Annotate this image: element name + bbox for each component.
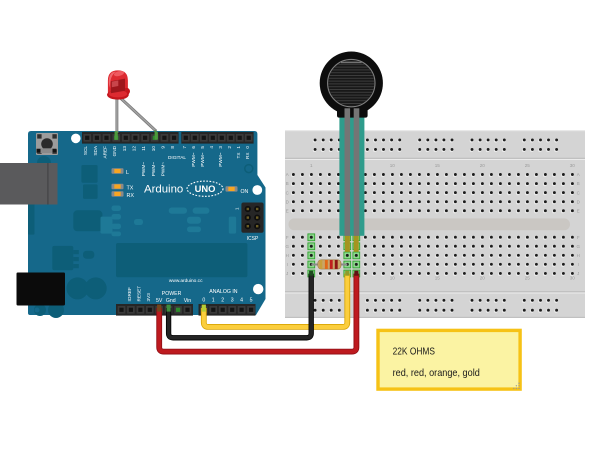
svg-text:13: 13 <box>122 146 127 152</box>
svg-text:4: 4 <box>240 298 243 304</box>
svg-text:RESET: RESET <box>136 286 141 302</box>
svg-text:B: B <box>286 181 289 186</box>
svg-text:15: 15 <box>435 276 441 281</box>
svg-text:20: 20 <box>480 163 486 168</box>
svg-text:Vin: Vin <box>184 298 192 304</box>
svg-text:22K OHMS: 22K OHMS <box>393 347 436 358</box>
svg-text:I: I <box>578 262 579 267</box>
svg-text:B: B <box>577 181 580 186</box>
svg-text:IOREF: IOREF <box>127 287 132 301</box>
svg-text:J: J <box>577 271 579 276</box>
svg-text:D: D <box>577 199 580 204</box>
svg-text:SCL: SCL <box>83 146 88 156</box>
svg-text:H: H <box>577 253 580 258</box>
svg-text:F: F <box>577 235 580 240</box>
svg-text:UNO: UNO <box>195 183 216 194</box>
svg-text:2: 2 <box>227 146 232 149</box>
svg-text:0: 0 <box>202 298 205 304</box>
svg-text:5V: 5V <box>156 298 163 304</box>
svg-text:3V3: 3V3 <box>146 293 151 302</box>
svg-text:J: J <box>286 271 288 276</box>
svg-text:www.arduino.cc: www.arduino.cc <box>169 278 203 284</box>
svg-text:TX: TX <box>236 152 241 159</box>
svg-text:25: 25 <box>525 163 531 168</box>
svg-text:12: 12 <box>131 146 136 152</box>
svg-text:D: D <box>286 199 289 204</box>
svg-text:SDA: SDA <box>93 145 98 156</box>
svg-text:20: 20 <box>480 276 486 281</box>
svg-text:6: 6 <box>191 146 196 149</box>
svg-text:10: 10 <box>390 276 396 281</box>
svg-text:3: 3 <box>231 298 234 304</box>
svg-text:30: 30 <box>570 276 576 281</box>
svg-text:Gnd: Gnd <box>166 298 176 304</box>
svg-text:AREF: AREF <box>103 146 108 159</box>
svg-text:11: 11 <box>141 146 146 151</box>
svg-text:RX: RX <box>127 193 135 199</box>
svg-text:1: 1 <box>236 146 241 149</box>
svg-text:8: 8 <box>170 146 175 149</box>
svg-text:0: 0 <box>245 146 250 149</box>
svg-text:5: 5 <box>250 298 253 304</box>
svg-text:ICSP: ICSP <box>247 236 259 242</box>
svg-text:10: 10 <box>390 163 396 168</box>
svg-text:1: 1 <box>212 298 215 304</box>
svg-text:I: I <box>287 262 288 267</box>
svg-text:PWM~: PWM~ <box>160 162 165 176</box>
svg-text:TX: TX <box>127 185 134 191</box>
svg-text:C: C <box>577 190 580 195</box>
svg-text:15: 15 <box>435 163 441 168</box>
svg-text:A: A <box>577 172 580 177</box>
svg-text:G: G <box>576 244 580 249</box>
svg-text:ON: ON <box>241 189 249 195</box>
svg-text:ANALOG IN: ANALOG IN <box>209 289 238 295</box>
svg-text:DIGITAL: DIGITAL <box>168 155 186 160</box>
svg-text:1: 1 <box>235 207 240 210</box>
svg-text:C: C <box>286 190 289 195</box>
svg-text:PWM~: PWM~ <box>141 162 146 176</box>
svg-text:PWM~: PWM~ <box>151 162 156 176</box>
svg-text:4: 4 <box>209 146 214 149</box>
svg-text:3: 3 <box>218 146 223 149</box>
svg-text:POWER: POWER <box>162 291 182 297</box>
svg-text:1: 1 <box>310 163 313 168</box>
svg-text:Arduino: Arduino <box>144 184 183 196</box>
svg-text:PWM~: PWM~ <box>191 152 196 166</box>
svg-text:25: 25 <box>525 276 531 281</box>
svg-text:5: 5 <box>200 146 205 149</box>
svg-text:GND: GND <box>112 145 117 156</box>
svg-text:2: 2 <box>221 298 224 304</box>
svg-text:G: G <box>285 244 289 249</box>
svg-text:9: 9 <box>160 146 165 149</box>
svg-text:30: 30 <box>570 163 576 168</box>
svg-text:L: L <box>126 170 129 176</box>
svg-text:RX: RX <box>245 152 250 159</box>
svg-text:F: F <box>286 235 289 240</box>
svg-text:10: 10 <box>151 146 156 152</box>
svg-text:7: 7 <box>182 146 187 149</box>
svg-text:H: H <box>286 253 289 258</box>
svg-text:red, red, orange, gold: red, red, orange, gold <box>393 368 480 379</box>
svg-text:E: E <box>577 208 580 213</box>
svg-text:E: E <box>286 208 289 213</box>
svg-text:PWM~: PWM~ <box>200 152 205 166</box>
svg-text:A: A <box>286 172 289 177</box>
svg-text:PWM~: PWM~ <box>218 152 223 166</box>
